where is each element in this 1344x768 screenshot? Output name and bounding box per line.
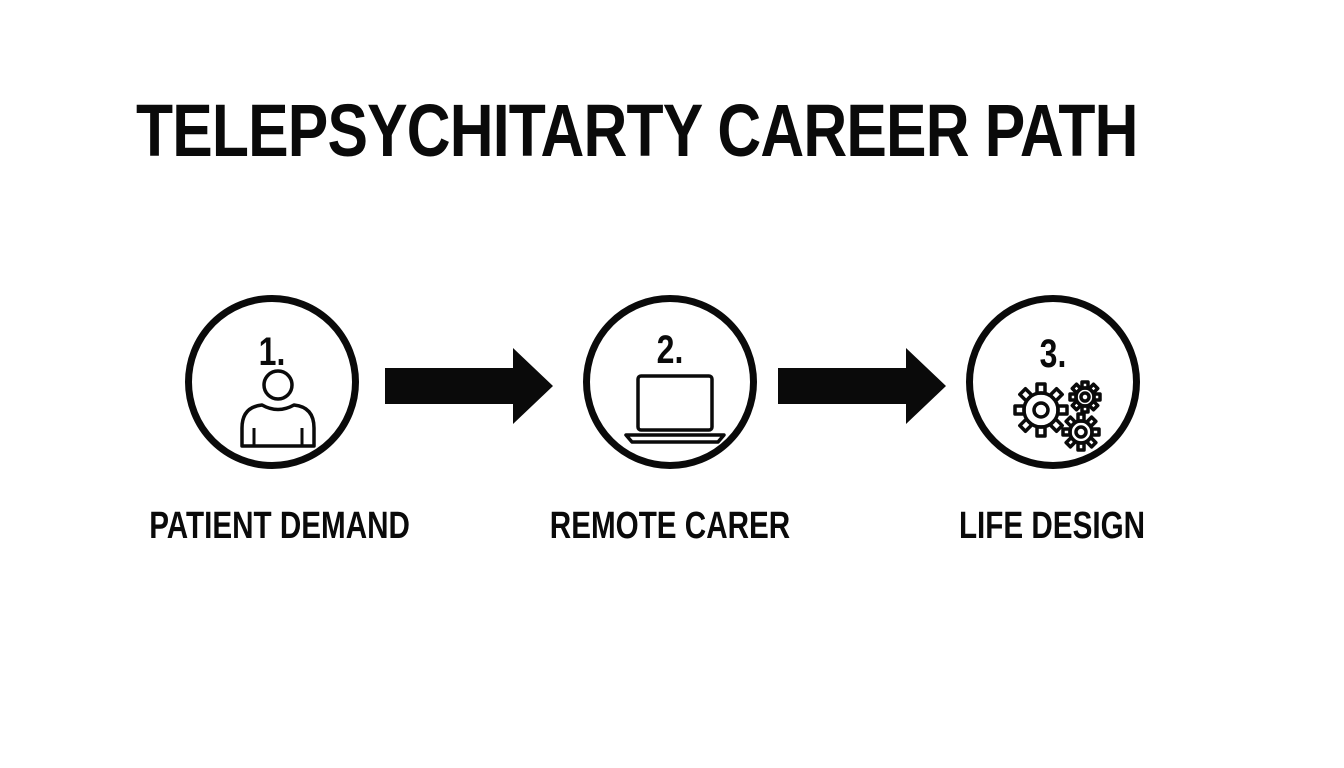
arrow-right-icon [778, 348, 946, 424]
page-title: TELEPSYCHITARTY CAREER PATH [136, 89, 1138, 172]
laptop-icon [624, 374, 726, 444]
step-2-circle: 2. [583, 295, 757, 469]
step-1-label: PATIENT DEMAND [149, 505, 410, 547]
step-2-label: REMOTE CARER [549, 505, 791, 547]
step-3-number: 3. [1039, 332, 1067, 376]
step-1-circle: 1. [185, 295, 359, 469]
person-icon [240, 369, 316, 448]
step-2-number: 2. [656, 328, 684, 372]
step-1-number: 1. [258, 330, 286, 374]
step-3-label: LIFE DESIGN [958, 505, 1146, 547]
arrow-right-icon [385, 348, 553, 424]
step-3-circle: 3. [966, 295, 1140, 469]
gears-icon [1013, 380, 1102, 452]
arrow-1-to-2 [385, 346, 555, 426]
arrow-2-to-3 [778, 346, 948, 426]
